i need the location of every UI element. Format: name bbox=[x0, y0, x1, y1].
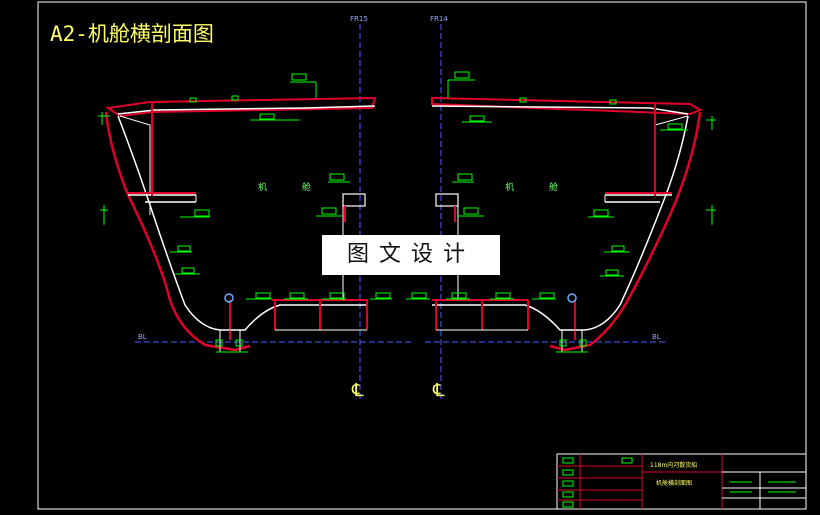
drawing-title: A2-机舱横剖面图 bbox=[50, 22, 214, 46]
hull-outline-right bbox=[432, 115, 689, 331]
frame-label-right: FR14 bbox=[430, 15, 448, 23]
title-block bbox=[556, 453, 807, 510]
shell-plate-left bbox=[104, 111, 251, 352]
centerline-symbol-right: ℄ bbox=[433, 380, 445, 401]
drawing-border bbox=[37, 1, 807, 510]
baseline-label-right: BL bbox=[652, 333, 661, 341]
watermark: 图文设计 bbox=[322, 235, 500, 275]
title-block-drawing-name: 机舱横剖面图 bbox=[656, 480, 693, 487]
shell-plate-right bbox=[549, 111, 702, 352]
annotations-left bbox=[98, 73, 392, 347]
hull-outline-left bbox=[117, 115, 368, 331]
baseline-label-left: BL bbox=[138, 333, 147, 341]
zone-label-right: 机 舱 bbox=[505, 183, 574, 193]
centerline-symbol-left: ℄ bbox=[352, 380, 364, 401]
annotations-right bbox=[406, 71, 716, 347]
centerlines bbox=[135, 24, 665, 400]
frame-label-left: FR15 bbox=[350, 15, 368, 23]
deck-plate-right bbox=[431, 96, 703, 116]
zone-label-left: 机 舱 bbox=[258, 183, 327, 193]
left-section bbox=[98, 73, 392, 353]
title-block-project: 118m内河散货船 bbox=[650, 462, 698, 469]
right-section bbox=[406, 71, 716, 353]
